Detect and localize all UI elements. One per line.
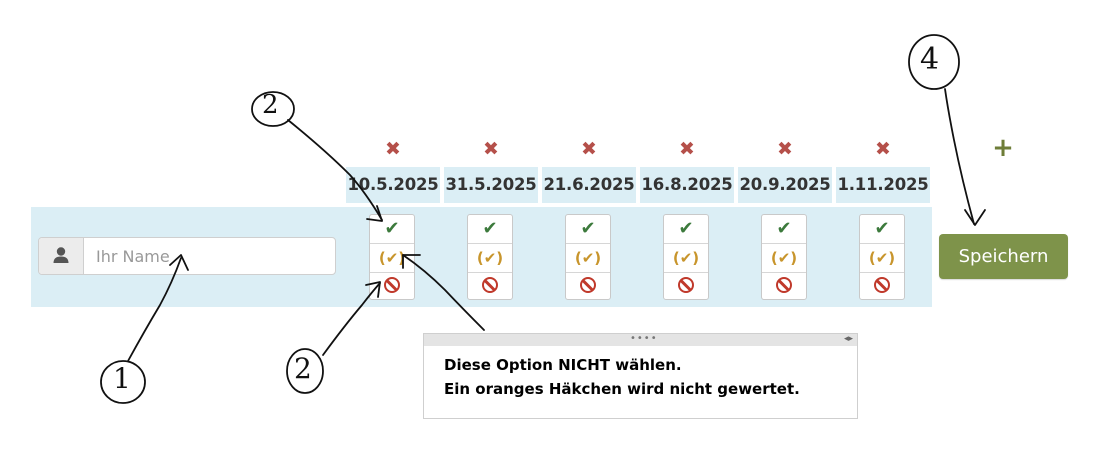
- check-paren-icon: (✔): [378, 249, 406, 267]
- add-date-icon[interactable]: +: [992, 133, 1014, 163]
- name-addon: [39, 238, 84, 274]
- date-header-5: 20.9.2025: [738, 167, 832, 203]
- check-icon: ✔: [678, 218, 694, 239]
- option-no-1[interactable]: [370, 272, 414, 300]
- option-yes-6[interactable]: ✔: [860, 215, 904, 243]
- option-box-4: ✔ (✔): [663, 214, 709, 300]
- resize-arrows-icon[interactable]: ◂▸: [843, 334, 853, 344]
- check-icon: ✔: [874, 218, 890, 239]
- no-entry-icon: [678, 277, 694, 293]
- tooltip-line-2: Ein oranges Häkchen wird nicht gewertet.: [444, 380, 800, 398]
- option-box-6: ✔ (✔): [859, 214, 905, 300]
- option-no-6[interactable]: [860, 272, 904, 300]
- delete-date-1-icon[interactable]: ✖: [385, 138, 401, 160]
- check-paren-icon: (✔): [770, 249, 798, 267]
- option-maybe-1[interactable]: (✔): [370, 243, 414, 273]
- annotation-label-2-top: 2: [262, 90, 279, 120]
- option-box-2: ✔ (✔): [467, 214, 513, 300]
- date-header-2: 31.5.2025: [444, 167, 538, 203]
- option-no-2[interactable]: [468, 272, 512, 300]
- annotation-label-2-bottom: 2: [294, 352, 312, 385]
- option-maybe-4[interactable]: (✔): [664, 243, 708, 273]
- option-box-5: ✔ (✔): [761, 214, 807, 300]
- check-icon: ✔: [580, 218, 596, 239]
- option-yes-4[interactable]: ✔: [664, 215, 708, 243]
- check-paren-icon: (✔): [672, 249, 700, 267]
- date-header-4: 16.8.2025: [640, 167, 734, 203]
- option-maybe-6[interactable]: (✔): [860, 243, 904, 273]
- check-icon: ✔: [482, 218, 498, 239]
- check-icon: ✔: [384, 218, 400, 239]
- delete-date-4-icon[interactable]: ✖: [679, 138, 695, 160]
- annotation-label-1: 1: [113, 362, 131, 395]
- option-box-3: ✔ (✔): [565, 214, 611, 300]
- tooltip-drag-bar[interactable]: •••• ◂▸: [424, 334, 857, 346]
- no-entry-icon: [384, 277, 400, 293]
- delete-date-2-icon[interactable]: ✖: [483, 138, 499, 160]
- option-box-1: ✔ (✔): [369, 214, 415, 300]
- name-input[interactable]: [84, 238, 334, 274]
- option-yes-2[interactable]: ✔: [468, 215, 512, 243]
- option-maybe-2[interactable]: (✔): [468, 243, 512, 273]
- check-icon: ✔: [776, 218, 792, 239]
- name-input-group: [38, 237, 336, 275]
- save-button[interactable]: Speichern: [939, 234, 1068, 279]
- option-no-3[interactable]: [566, 272, 610, 300]
- delete-date-3-icon[interactable]: ✖: [581, 138, 597, 160]
- no-entry-icon: [776, 277, 792, 293]
- date-header-1: 10.5.2025: [346, 167, 440, 203]
- user-icon: [53, 247, 69, 263]
- option-yes-5[interactable]: ✔: [762, 215, 806, 243]
- tooltip-line-1: Diese Option NICHT wählen.: [444, 356, 682, 374]
- option-yes-3[interactable]: ✔: [566, 215, 610, 243]
- date-header-6: 1.11.2025: [836, 167, 930, 203]
- delete-date-5-icon[interactable]: ✖: [777, 138, 793, 160]
- no-entry-icon: [482, 277, 498, 293]
- no-entry-icon: [874, 277, 890, 293]
- option-no-4[interactable]: [664, 272, 708, 300]
- option-maybe-5[interactable]: (✔): [762, 243, 806, 273]
- tooltip-panel: •••• ◂▸ Diese Option NICHT wählen. Ein o…: [423, 333, 858, 419]
- option-maybe-3[interactable]: (✔): [566, 243, 610, 273]
- check-paren-icon: (✔): [476, 249, 504, 267]
- check-paren-icon: (✔): [868, 249, 896, 267]
- date-header-3: 21.6.2025: [542, 167, 636, 203]
- no-entry-icon: [580, 277, 596, 293]
- grip-icon: ••••: [630, 333, 658, 344]
- check-paren-icon: (✔): [574, 249, 602, 267]
- option-yes-1[interactable]: ✔: [370, 215, 414, 243]
- delete-date-6-icon[interactable]: ✖: [875, 138, 891, 160]
- annotation-label-4: 4: [920, 42, 940, 77]
- option-no-5[interactable]: [762, 272, 806, 300]
